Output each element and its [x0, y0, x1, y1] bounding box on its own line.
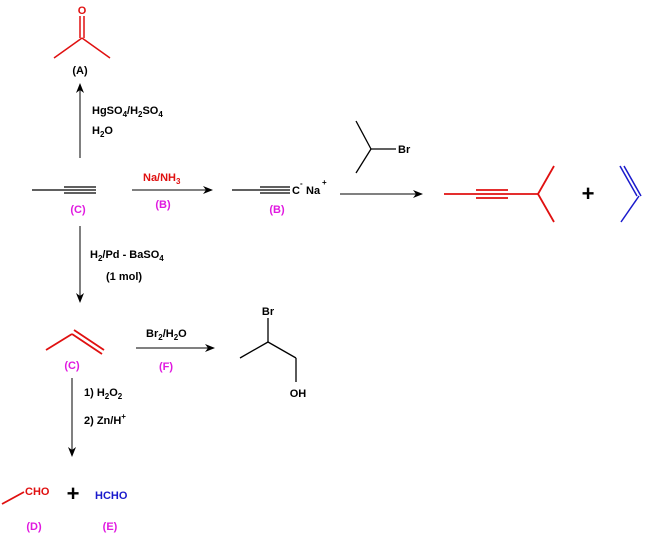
isopropyl-bromide-structure [355, 120, 396, 174]
acetone-structure [53, 16, 111, 59]
compound-label-a: (A) [72, 65, 88, 77]
isopropyl-bromine: Br [398, 144, 411, 156]
propynide-minus: - [300, 179, 303, 188]
propene-byproduct-structure [619, 165, 642, 223]
bromohydrin-hydroxyl: OH [290, 388, 307, 400]
compound-label-c-propene: (C) [64, 360, 80, 372]
propynide-sodium: Na [306, 185, 321, 197]
propynide-carbon: C [292, 185, 300, 197]
deprotonation-reagent: Na/NH3 [143, 172, 181, 186]
ozonolysis-step2: 2) Zn/H+ [84, 412, 126, 427]
deprotonation-label: (B) [155, 199, 171, 211]
acetone-oxygen: O [78, 5, 87, 17]
acetaldehyde-group: CHO [25, 486, 50, 498]
ozonolysis-step1: 1) H2O2 [84, 387, 123, 401]
propynide-plus: + [322, 178, 327, 187]
propene-structure [45, 329, 105, 355]
sodium-propynide-structure [232, 186, 290, 194]
lindlar-equivalents: (1 mol) [106, 271, 142, 283]
plus-sign-formaldehyde: + [67, 481, 80, 506]
bromohydrin-bromine: Br [262, 306, 275, 318]
hydration-reagent: HgSO4/H2SO4 [92, 105, 163, 119]
bromination-reagent: Br2/H2O [146, 328, 187, 342]
compound-label-b: (B) [269, 204, 285, 216]
hydration-water: H2O [92, 125, 113, 139]
compound-label-c-propyne: (C) [70, 204, 86, 216]
bromohydrin-structure [239, 318, 297, 382]
compound-label-d: (D) [26, 521, 42, 533]
formaldehyde-text: HCHO [95, 490, 128, 502]
lindlar-reagent: H2/Pd - BaSO4 [90, 249, 164, 263]
propyne-structure [32, 186, 96, 194]
bromination-label: (F) [159, 361, 173, 373]
methylpentyne-structure [444, 165, 555, 223]
acetaldehyde-bond [1, 491, 25, 505]
plus-sign-propene: + [582, 181, 595, 206]
compound-label-e: (E) [103, 521, 118, 533]
